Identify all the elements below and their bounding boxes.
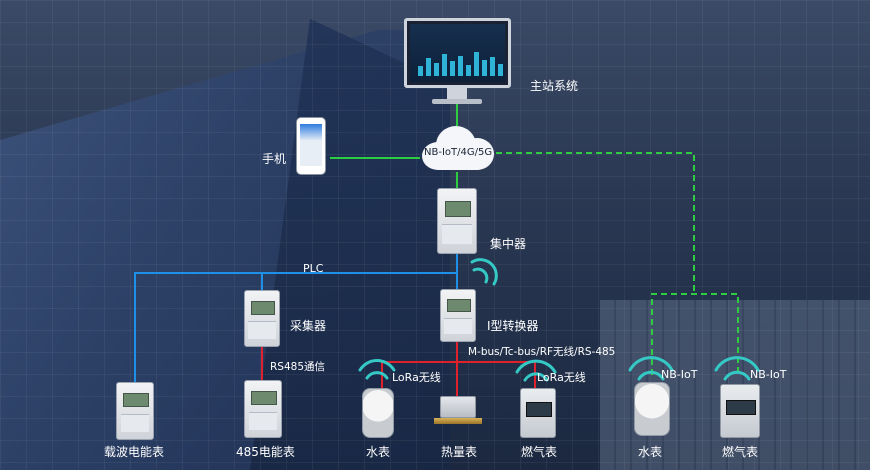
wifi-icon bbox=[470, 258, 498, 286]
master-station-label: 主站系统 bbox=[530, 79, 579, 93]
gas-meter-lora-device bbox=[520, 388, 556, 438]
plc-meter-device bbox=[116, 382, 154, 440]
lora-water-link-label: LoRa无线 bbox=[392, 371, 441, 384]
nb-water-link-label: NB-IoT bbox=[661, 368, 698, 381]
monitor-stand bbox=[447, 88, 467, 100]
water-meter-lora-label: 水表 bbox=[366, 445, 391, 459]
rs485-link-label: RS485通信 bbox=[270, 361, 326, 373]
gas-meter-nb-device bbox=[720, 384, 760, 438]
master-station-monitor bbox=[404, 18, 511, 88]
phone-device bbox=[296, 117, 326, 175]
collector-label: 采集器 bbox=[290, 319, 327, 333]
gas-meter-lora-label: 燃气表 bbox=[521, 445, 558, 459]
heat-meter-device bbox=[440, 396, 476, 418]
network-label: NB-IoT/4G/5G bbox=[424, 147, 493, 158]
monitor-base bbox=[432, 99, 482, 104]
converter-label: I型转换器 bbox=[487, 319, 539, 333]
link-plc-bus bbox=[134, 272, 457, 382]
bus-link-label: M-bus/Tc-bus/RF无线/RS-485 bbox=[468, 346, 616, 358]
wifi-icon bbox=[628, 356, 674, 381]
rs485-meter-device bbox=[244, 380, 282, 438]
rs485-meter-label: 485电能表 bbox=[236, 445, 295, 459]
water-meter-nb-device bbox=[634, 382, 670, 436]
wifi-icon bbox=[515, 359, 557, 382]
gas-meter-nb-label: 燃气表 bbox=[722, 445, 759, 459]
link-nb-iot-branch bbox=[651, 293, 739, 375]
collector-device bbox=[244, 290, 280, 347]
nb-gas-link-label: NB-IoT bbox=[750, 368, 787, 381]
concentrator-label: 集中器 bbox=[490, 237, 527, 251]
heat-meter-label: 热量表 bbox=[441, 445, 478, 459]
lora-gas-link-label: LoRa无线 bbox=[537, 371, 586, 384]
link-nb-iot-dashed bbox=[496, 152, 695, 294]
water-meter-lora-device bbox=[362, 388, 394, 438]
heat-meter-pipe bbox=[434, 418, 482, 424]
network-cloud bbox=[418, 124, 496, 172]
plc-link-label: PLC bbox=[303, 262, 324, 275]
concentrator-device bbox=[437, 188, 477, 254]
wifi-icon bbox=[714, 356, 760, 381]
converter-device bbox=[440, 289, 476, 342]
water-meter-nb-label: 水表 bbox=[638, 445, 663, 459]
plc-meter-label: 载波电能表 bbox=[104, 445, 165, 459]
wifi-icon bbox=[358, 359, 396, 380]
phone-label: 手机 bbox=[262, 152, 287, 166]
